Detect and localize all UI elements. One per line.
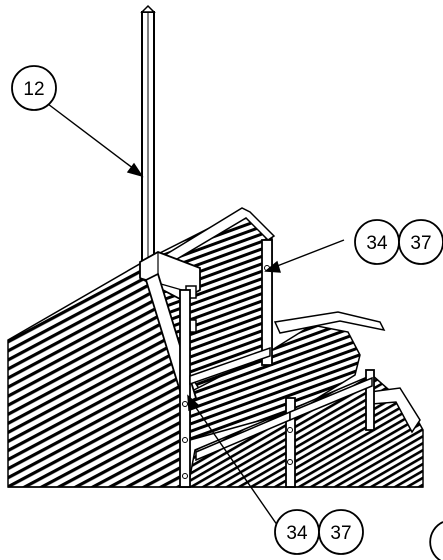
callout-lower-34: 34 bbox=[286, 523, 308, 544]
middle-deck-tier bbox=[189, 324, 361, 441]
callout-12: 12 bbox=[11, 65, 57, 111]
callout-12-label: 12 bbox=[23, 79, 44, 100]
cross-beam-1 bbox=[189, 346, 271, 386]
upper-seat-plate bbox=[163, 207, 276, 263]
frame-post-mid bbox=[261, 239, 273, 366]
vertical-post bbox=[140, 4, 156, 271]
frame-post-far bbox=[365, 369, 375, 431]
callout-lower-37: 37 bbox=[330, 523, 351, 544]
callout-34-37-lower: 34 37 bbox=[274, 509, 364, 555]
callout-upper-34: 34 bbox=[366, 233, 388, 254]
post-base-bracket bbox=[139, 251, 201, 333]
frame-post-left bbox=[179, 289, 191, 488]
leader-lines bbox=[47, 103, 345, 533]
middle-seat-plate bbox=[273, 311, 386, 334]
callout-34-37-upper: 34 37 bbox=[354, 219, 443, 265]
frame-bolts bbox=[182, 265, 293, 479]
callout-upper-37: 37 bbox=[410, 233, 431, 254]
cross-beam-3 bbox=[289, 376, 373, 422]
partial-callout-edge bbox=[429, 521, 443, 560]
